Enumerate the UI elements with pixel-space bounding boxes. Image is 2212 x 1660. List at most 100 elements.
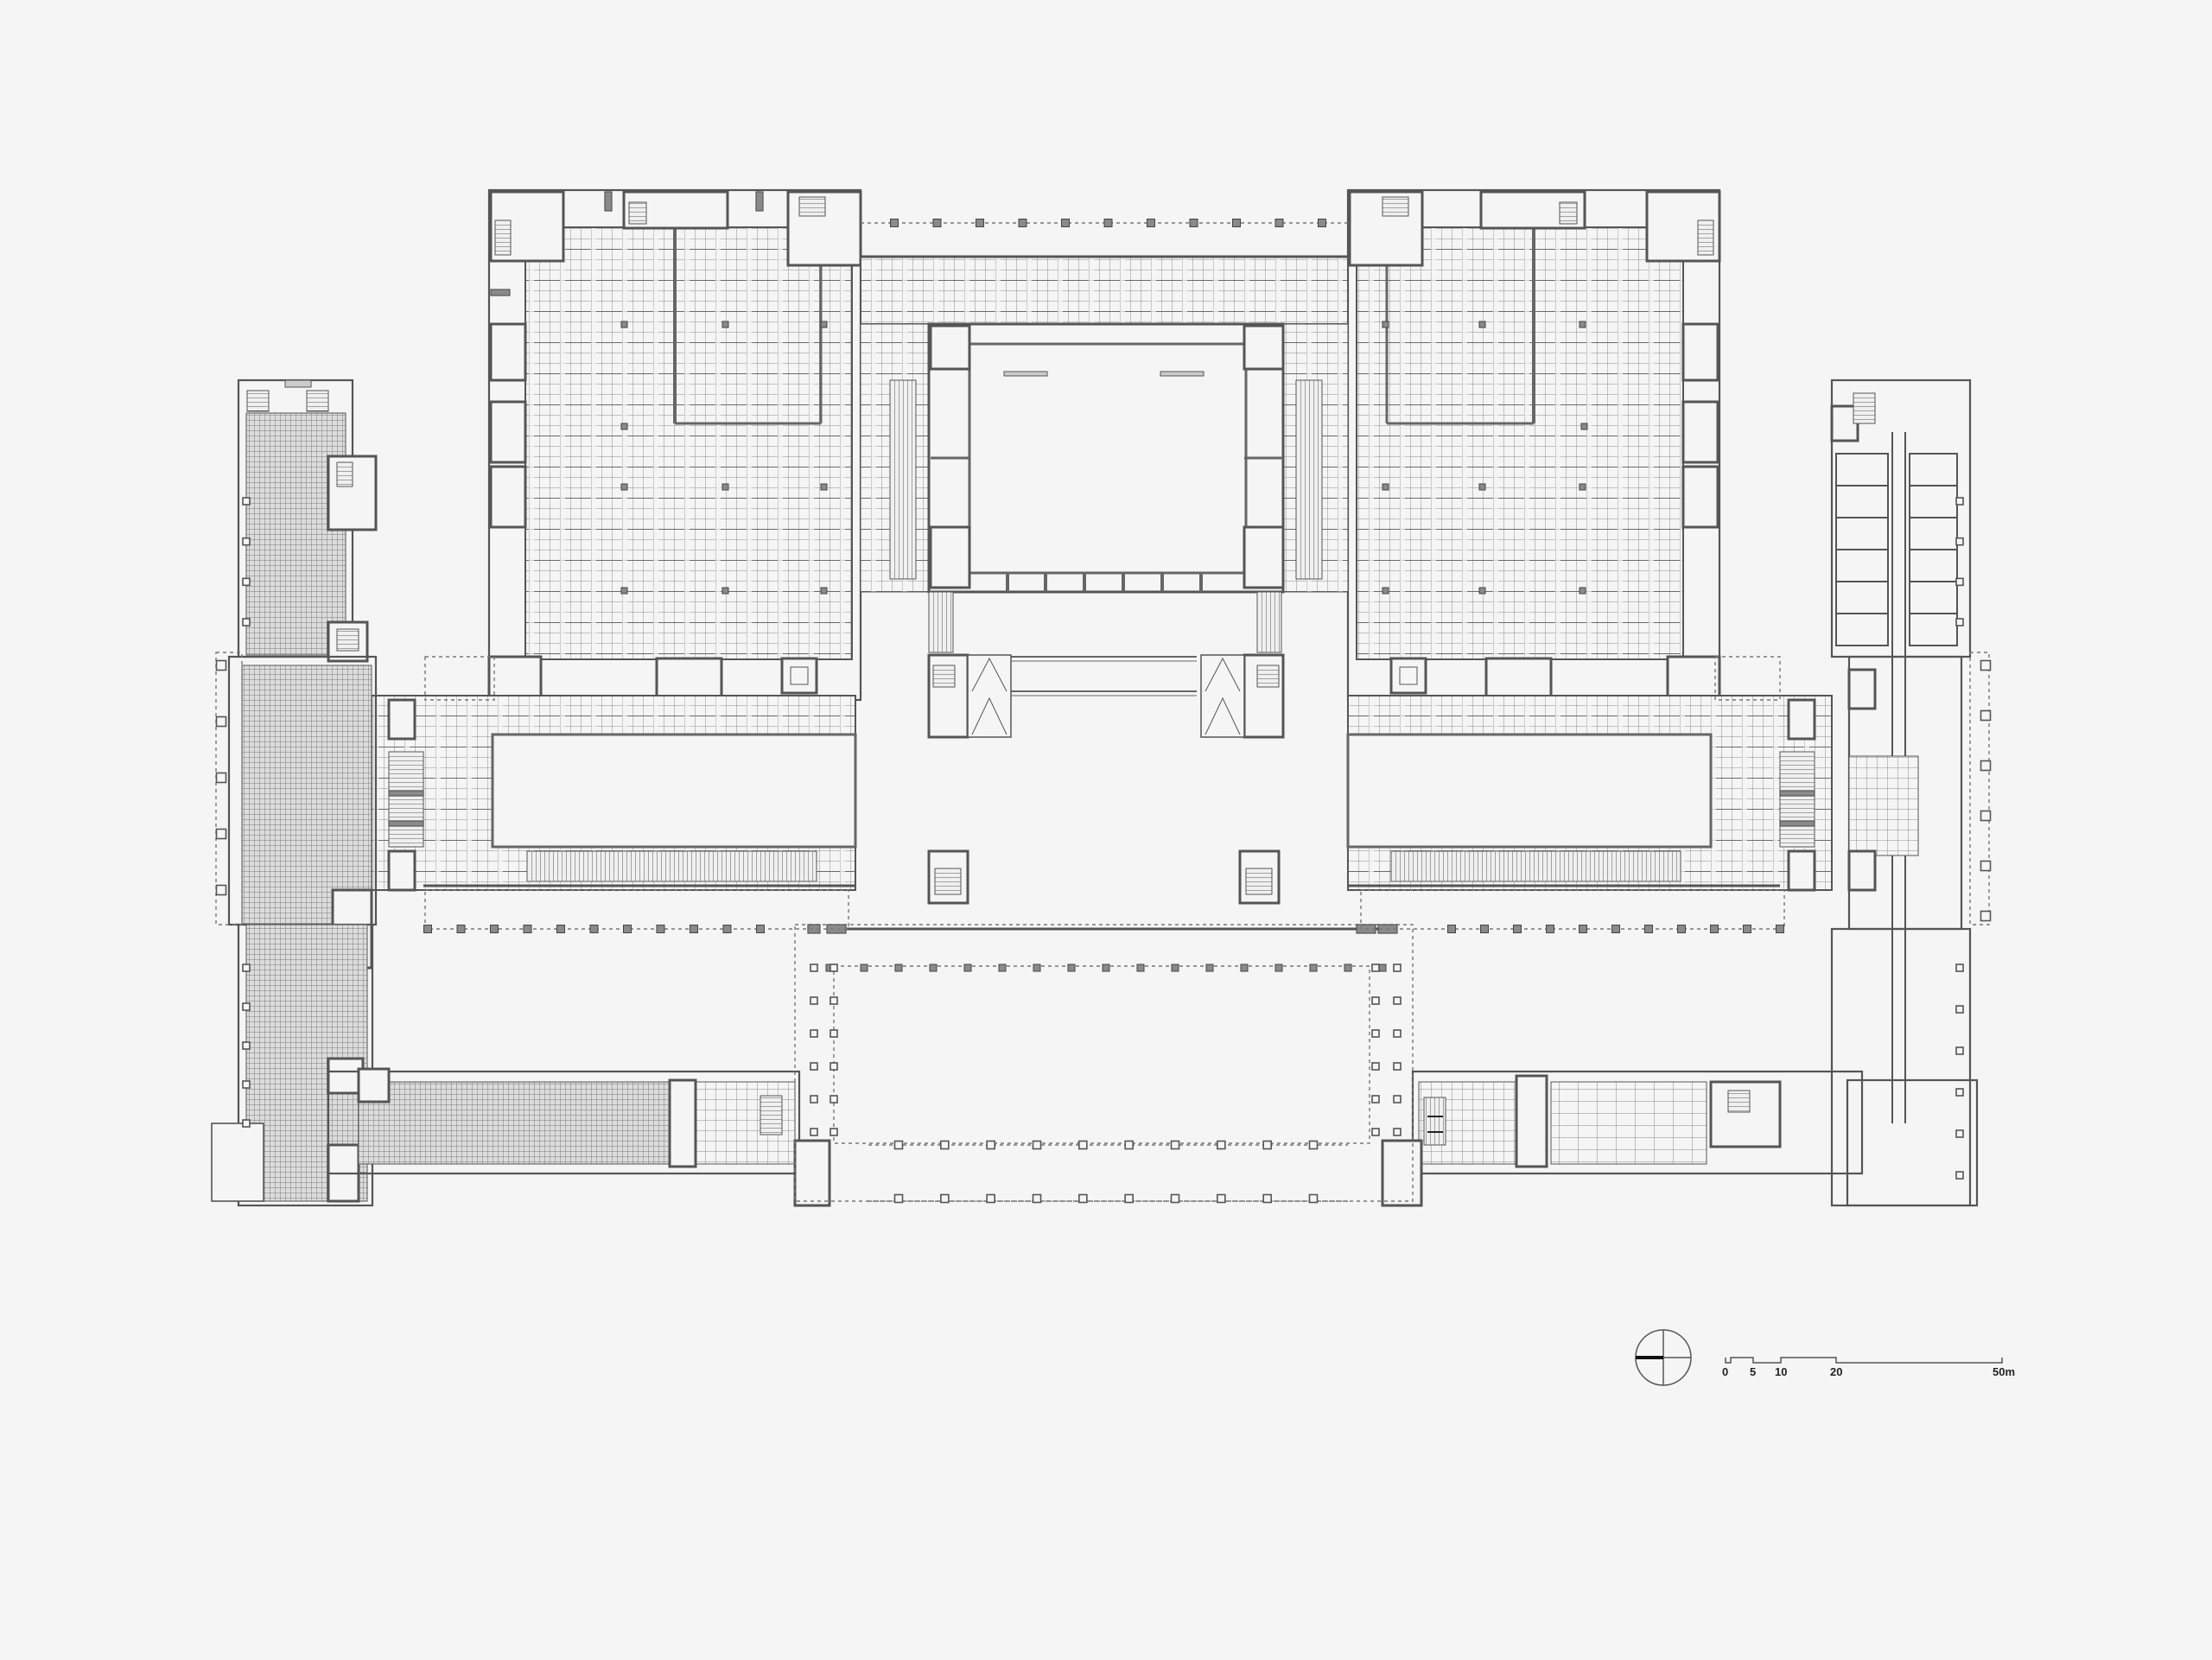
room xyxy=(1835,485,1889,518)
south-courtyard xyxy=(794,924,1414,1204)
column xyxy=(890,219,899,227)
column xyxy=(894,964,903,972)
scale-tick-0: 0 xyxy=(1722,1365,1728,1378)
column xyxy=(1032,1140,1042,1150)
column xyxy=(1274,964,1283,972)
mid-east-band xyxy=(1346,695,1833,892)
column xyxy=(1147,219,1155,227)
column xyxy=(1371,1029,1380,1038)
column xyxy=(810,1095,818,1103)
column xyxy=(830,964,838,972)
column xyxy=(1393,1062,1402,1071)
column xyxy=(940,1193,950,1204)
column xyxy=(1124,1140,1134,1150)
column xyxy=(215,772,227,784)
column xyxy=(215,884,227,896)
room xyxy=(1909,485,1958,518)
column xyxy=(1170,1140,1180,1150)
column xyxy=(242,497,251,506)
room xyxy=(1835,549,1889,582)
mid-west-band xyxy=(371,695,857,892)
column xyxy=(1274,219,1284,227)
column xyxy=(1644,925,1653,933)
column xyxy=(1393,1029,1402,1038)
column xyxy=(963,964,972,972)
column xyxy=(456,925,466,933)
column xyxy=(1546,925,1554,933)
column xyxy=(1018,219,1027,227)
column xyxy=(1344,964,1352,972)
column xyxy=(1980,810,1992,822)
column xyxy=(1371,964,1380,972)
east-wing xyxy=(1830,378,1979,1207)
column xyxy=(1393,964,1402,972)
column xyxy=(1371,996,1380,1005)
column xyxy=(242,537,251,546)
column xyxy=(929,964,938,972)
column xyxy=(1980,659,1992,671)
south-east-wing xyxy=(1381,1070,1864,1207)
column xyxy=(1955,1129,1964,1138)
column xyxy=(1378,964,1387,972)
column xyxy=(810,996,818,1005)
column xyxy=(1447,925,1456,933)
column xyxy=(242,1041,251,1050)
room xyxy=(1909,581,1958,614)
column xyxy=(1371,1128,1380,1136)
column xyxy=(998,964,1007,972)
column xyxy=(1955,1046,1964,1055)
column xyxy=(1955,497,1964,506)
north-left-block xyxy=(487,188,862,702)
column xyxy=(1136,964,1145,972)
column xyxy=(1955,964,1964,972)
column xyxy=(242,577,251,587)
column xyxy=(1232,219,1241,227)
column xyxy=(556,925,565,933)
column xyxy=(1776,925,1784,933)
column xyxy=(1217,1140,1226,1150)
column xyxy=(830,1128,838,1136)
column xyxy=(1102,964,1110,972)
column xyxy=(490,925,499,933)
column xyxy=(215,716,227,728)
column xyxy=(1032,1193,1042,1204)
column xyxy=(860,964,868,972)
column xyxy=(810,1062,818,1071)
column xyxy=(1743,925,1751,933)
column xyxy=(1393,1128,1402,1136)
column xyxy=(810,1128,818,1136)
outer-perimeters xyxy=(215,497,1992,1180)
west-wing xyxy=(211,378,378,1207)
column xyxy=(623,925,632,933)
column xyxy=(1393,1095,1402,1103)
column xyxy=(830,1062,838,1071)
room xyxy=(1835,517,1889,550)
column xyxy=(893,1193,904,1204)
column xyxy=(830,1095,838,1103)
column xyxy=(976,219,984,227)
central-court xyxy=(860,322,1349,739)
column xyxy=(1308,1140,1319,1150)
room xyxy=(1909,549,1958,582)
column xyxy=(1980,760,1992,772)
scale-tick-5: 5 xyxy=(1750,1365,1756,1378)
column xyxy=(722,925,732,933)
central-kiosks xyxy=(927,849,1281,905)
scale-tick-10: 10 xyxy=(1775,1365,1787,1378)
column xyxy=(830,996,838,1005)
room xyxy=(1909,517,1958,550)
column xyxy=(986,1193,995,1204)
column xyxy=(1955,1005,1964,1014)
column xyxy=(1240,964,1249,972)
room xyxy=(1909,613,1958,646)
column xyxy=(932,219,942,227)
column xyxy=(986,1140,995,1150)
column xyxy=(756,925,765,933)
column xyxy=(1579,925,1587,933)
column xyxy=(940,1140,950,1150)
room xyxy=(1835,581,1889,614)
column xyxy=(1980,910,1992,922)
column xyxy=(1955,537,1964,546)
room xyxy=(1835,453,1889,487)
